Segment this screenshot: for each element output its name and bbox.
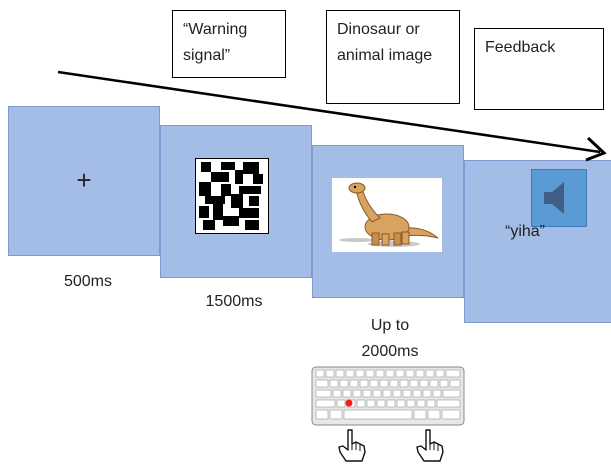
feedback-label: Feedback <box>474 28 604 110</box>
duration-fixation: 500ms <box>63 273 113 290</box>
pointing-hand-icon <box>334 428 370 464</box>
duration-warning: 1500ms <box>205 293 263 310</box>
dinosaur-image <box>332 178 442 252</box>
dinosaur-image-label: Dinosaur or animal image <box>326 10 460 104</box>
warning-signal-panel <box>160 125 312 278</box>
fixation-cross: + <box>76 165 92 195</box>
duration-response: Up to 2000ms <box>361 317 419 360</box>
fixation-panel: + <box>8 106 160 256</box>
checkerboard-icon <box>195 158 269 234</box>
keyboard-icon <box>311 366 465 426</box>
pointing-hand-icon <box>412 428 448 464</box>
dinosaur-panel <box>312 145 464 298</box>
feedback-panel: “yiha” <box>464 160 611 323</box>
speaker-icon <box>531 169 587 227</box>
warning-signal-label: “Warning signal” <box>172 10 286 78</box>
feedback-word: “yiha” <box>505 223 546 240</box>
